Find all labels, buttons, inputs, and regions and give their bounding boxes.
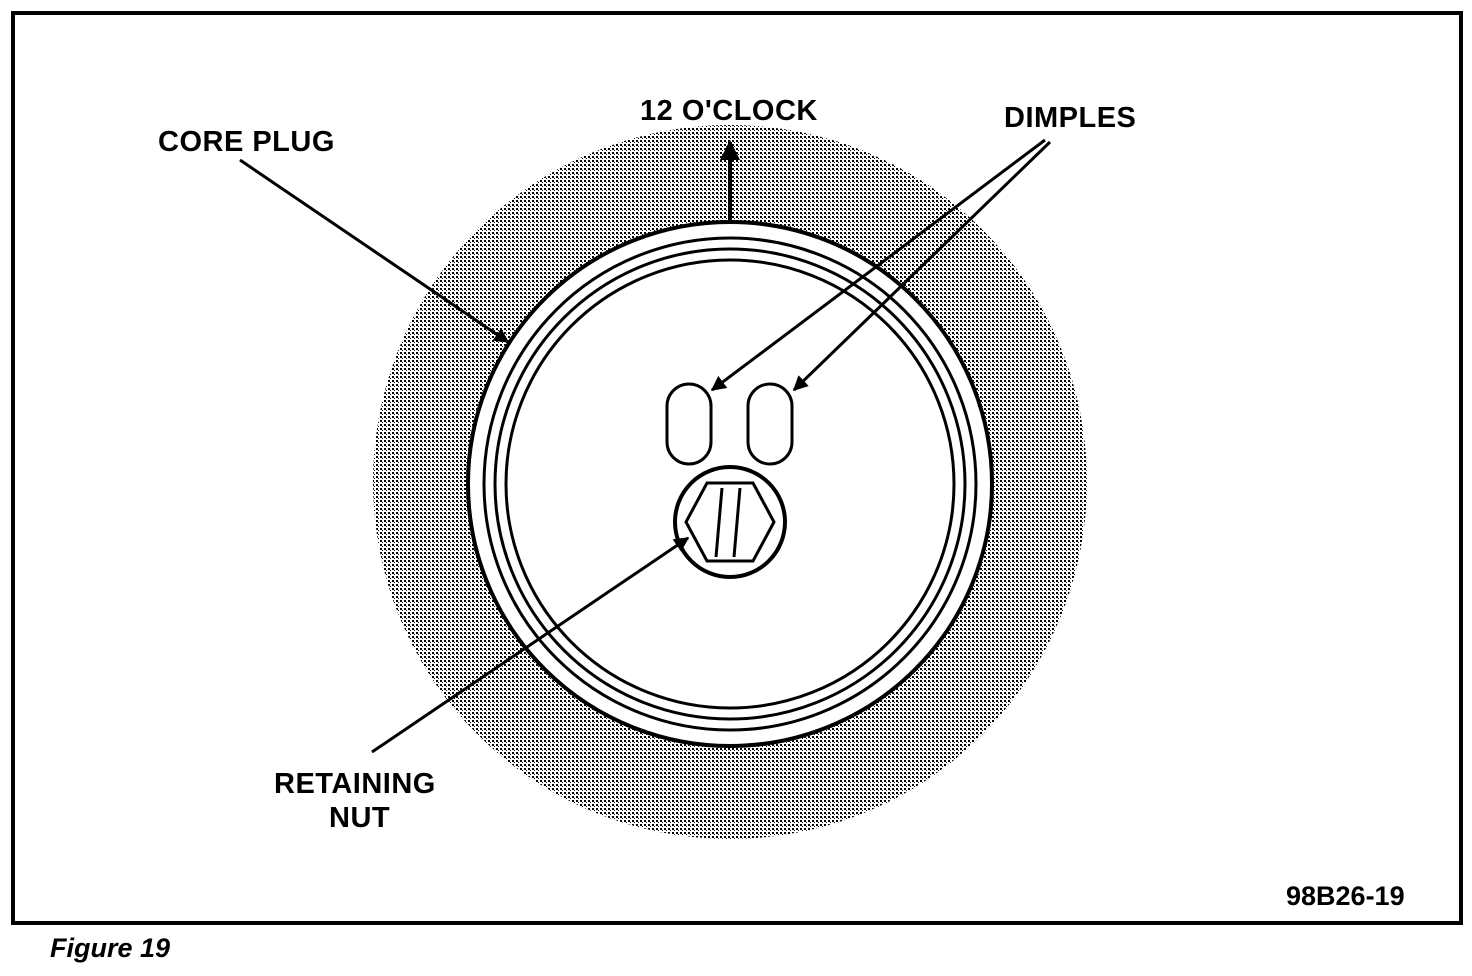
dimple-right-leader [792,140,1052,392]
core-plug-inner-ring [493,247,967,721]
figure-caption: Figure 19 [50,933,171,963]
retaining-nut-leader [371,536,690,754]
dimple-left [665,382,713,466]
label-retaining-nut-line2: NUT [329,802,390,834]
label-retaining-nut-line1: RETAINING [274,768,436,800]
label-twelve-oclock: 12 O'CLOCK [640,95,818,127]
dimple-right [746,382,794,466]
retaining-nut-hex [684,481,776,563]
label-core-plug: CORE PLUG [158,126,335,158]
core-plug-leader [239,158,510,344]
figure-code: 98B26-19 [1286,881,1405,911]
dimple-left-leader [710,138,1046,392]
retaining-nut-slot-left [714,487,724,558]
retaining-nut-slot-right [732,487,742,558]
label-dimples: DIMPLES [1004,102,1136,134]
core-plug-middle-ring [482,236,978,732]
